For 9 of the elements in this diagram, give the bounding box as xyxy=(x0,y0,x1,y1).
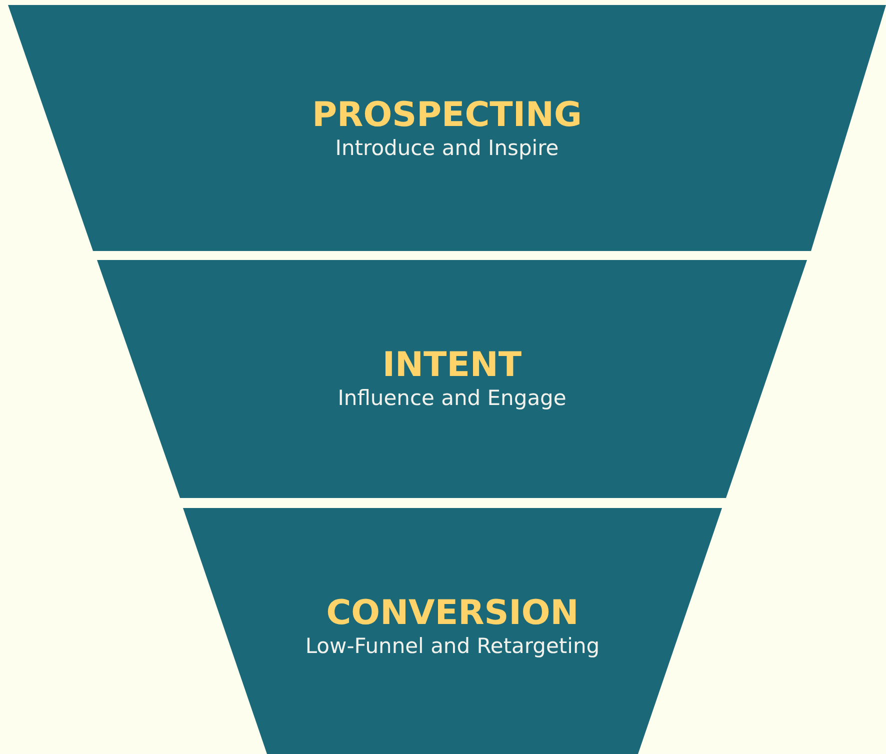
funnel-stage xyxy=(183,508,722,754)
stage-subtitle: Low-Funnel and Retargeting xyxy=(305,633,600,659)
stage-title: PROSPECTING xyxy=(312,95,582,135)
funnel-stage xyxy=(97,260,807,498)
funnel-stage xyxy=(8,5,886,251)
stage-subtitle: Introduce and Inspire xyxy=(335,135,559,161)
stage-title: INTENT xyxy=(382,345,522,385)
stage-title: CONVERSION xyxy=(326,593,579,633)
stage-subtitle: Influence and Engage xyxy=(338,385,566,411)
